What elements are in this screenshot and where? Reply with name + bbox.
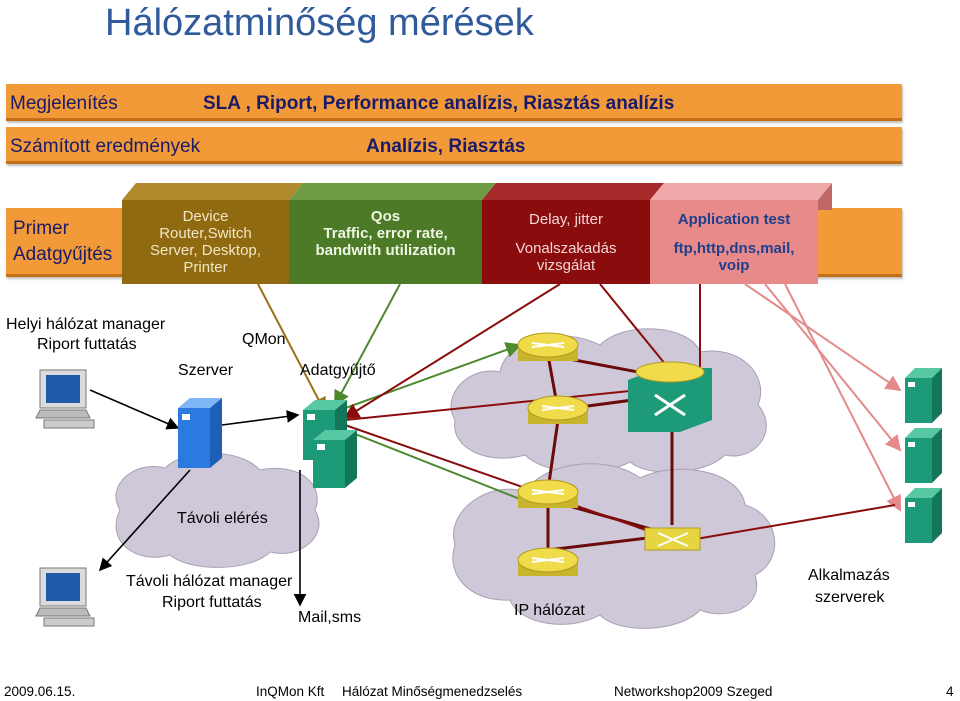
mail-sms-label: Mail,sms (298, 609, 362, 626)
ip-network-label: IP hálózat (514, 602, 585, 619)
workstation-icon (35, 369, 95, 429)
delay-line-3: Vonalszakadás (515, 239, 617, 257)
qos-line-2: Traffic, error rate, (323, 225, 448, 242)
footer-event: Networkshop2009 Szeged (614, 684, 773, 699)
collector-label: Adatgyűjtő (300, 362, 376, 379)
server-icon (178, 398, 222, 468)
box-tops (122, 183, 832, 210)
primary-label-1: Primer (13, 218, 69, 239)
collector-server-icon (303, 400, 357, 488)
app-server-icon (905, 368, 942, 423)
delay-line-1: Delay, jitter (529, 210, 603, 228)
qos-line-1: Qos (370, 208, 401, 225)
display-band (6, 84, 902, 121)
ip-network-cloud (452, 463, 776, 629)
display-label: Megjelenítés (10, 93, 118, 114)
computed-band (6, 127, 902, 164)
app-box: Application test ftp,http,dns,mail, voip (650, 200, 818, 284)
app-servers-label-1: Alkalmazás (808, 567, 890, 584)
device-line-4: Printer (183, 259, 228, 276)
page-title: Hálózatminőség mérések (105, 2, 534, 44)
display-content: SLA , Riport, Performance analízis, Rias… (203, 93, 675, 114)
local-manager-label-1: Helyi hálózat manager (6, 316, 166, 333)
remote-manager-label-2: Riport futtatás (162, 594, 262, 611)
remote-access-cloud (115, 452, 320, 568)
local-manager-label-2: Riport futtatás (37, 336, 137, 353)
device-box: Device Router,Switch Server, Desktop, Pr… (122, 200, 289, 284)
server-label: Szerver (178, 362, 234, 379)
app-server-icon (905, 428, 942, 483)
qos-line-3: bandwith utilization (315, 242, 456, 259)
delay-line-4: vizsgálat (536, 256, 596, 274)
router-icon (517, 547, 579, 576)
switch-icon (628, 361, 712, 432)
router-icon (517, 332, 579, 361)
switch-icon (644, 527, 701, 551)
router-icon (527, 395, 589, 424)
local-network-cloud (450, 328, 767, 473)
workstation-icon (35, 567, 95, 627)
computed-label: Számított eredmények (10, 136, 201, 157)
footer-topic: Hálózat Minőségmenedzselés (342, 684, 523, 699)
qmon-label: QMon (242, 331, 286, 348)
delay-box: Delay, jitter Vonalszakadás vizsgálat (482, 200, 650, 284)
device-line-1: Device (182, 208, 229, 225)
app-line-4: voip (718, 256, 750, 274)
router-icon (517, 479, 579, 508)
app-line-3: ftp,http,dns,mail, (673, 239, 795, 257)
qos-box: Qos Traffic, error rate, bandwith utiliz… (289, 200, 482, 284)
primary-label-2: Adatgyűjtés (13, 244, 113, 265)
footer-date: 2009.06.15. (4, 684, 76, 699)
app-servers-label-2: szerverek (815, 589, 885, 606)
app-line-1: Application test (677, 210, 791, 228)
footer-page: 4 (946, 684, 954, 699)
device-line-2: Router,Switch (159, 225, 252, 242)
computed-content: Analízis, Riasztás (366, 136, 526, 157)
footer-company: InQMon Kft (256, 684, 325, 699)
remote-access-label: Távoli elérés (177, 510, 268, 527)
app-server-icon (905, 488, 942, 543)
device-line-3: Server, Desktop, (150, 242, 261, 259)
remote-manager-label-1: Távoli hálózat manager (126, 573, 293, 590)
